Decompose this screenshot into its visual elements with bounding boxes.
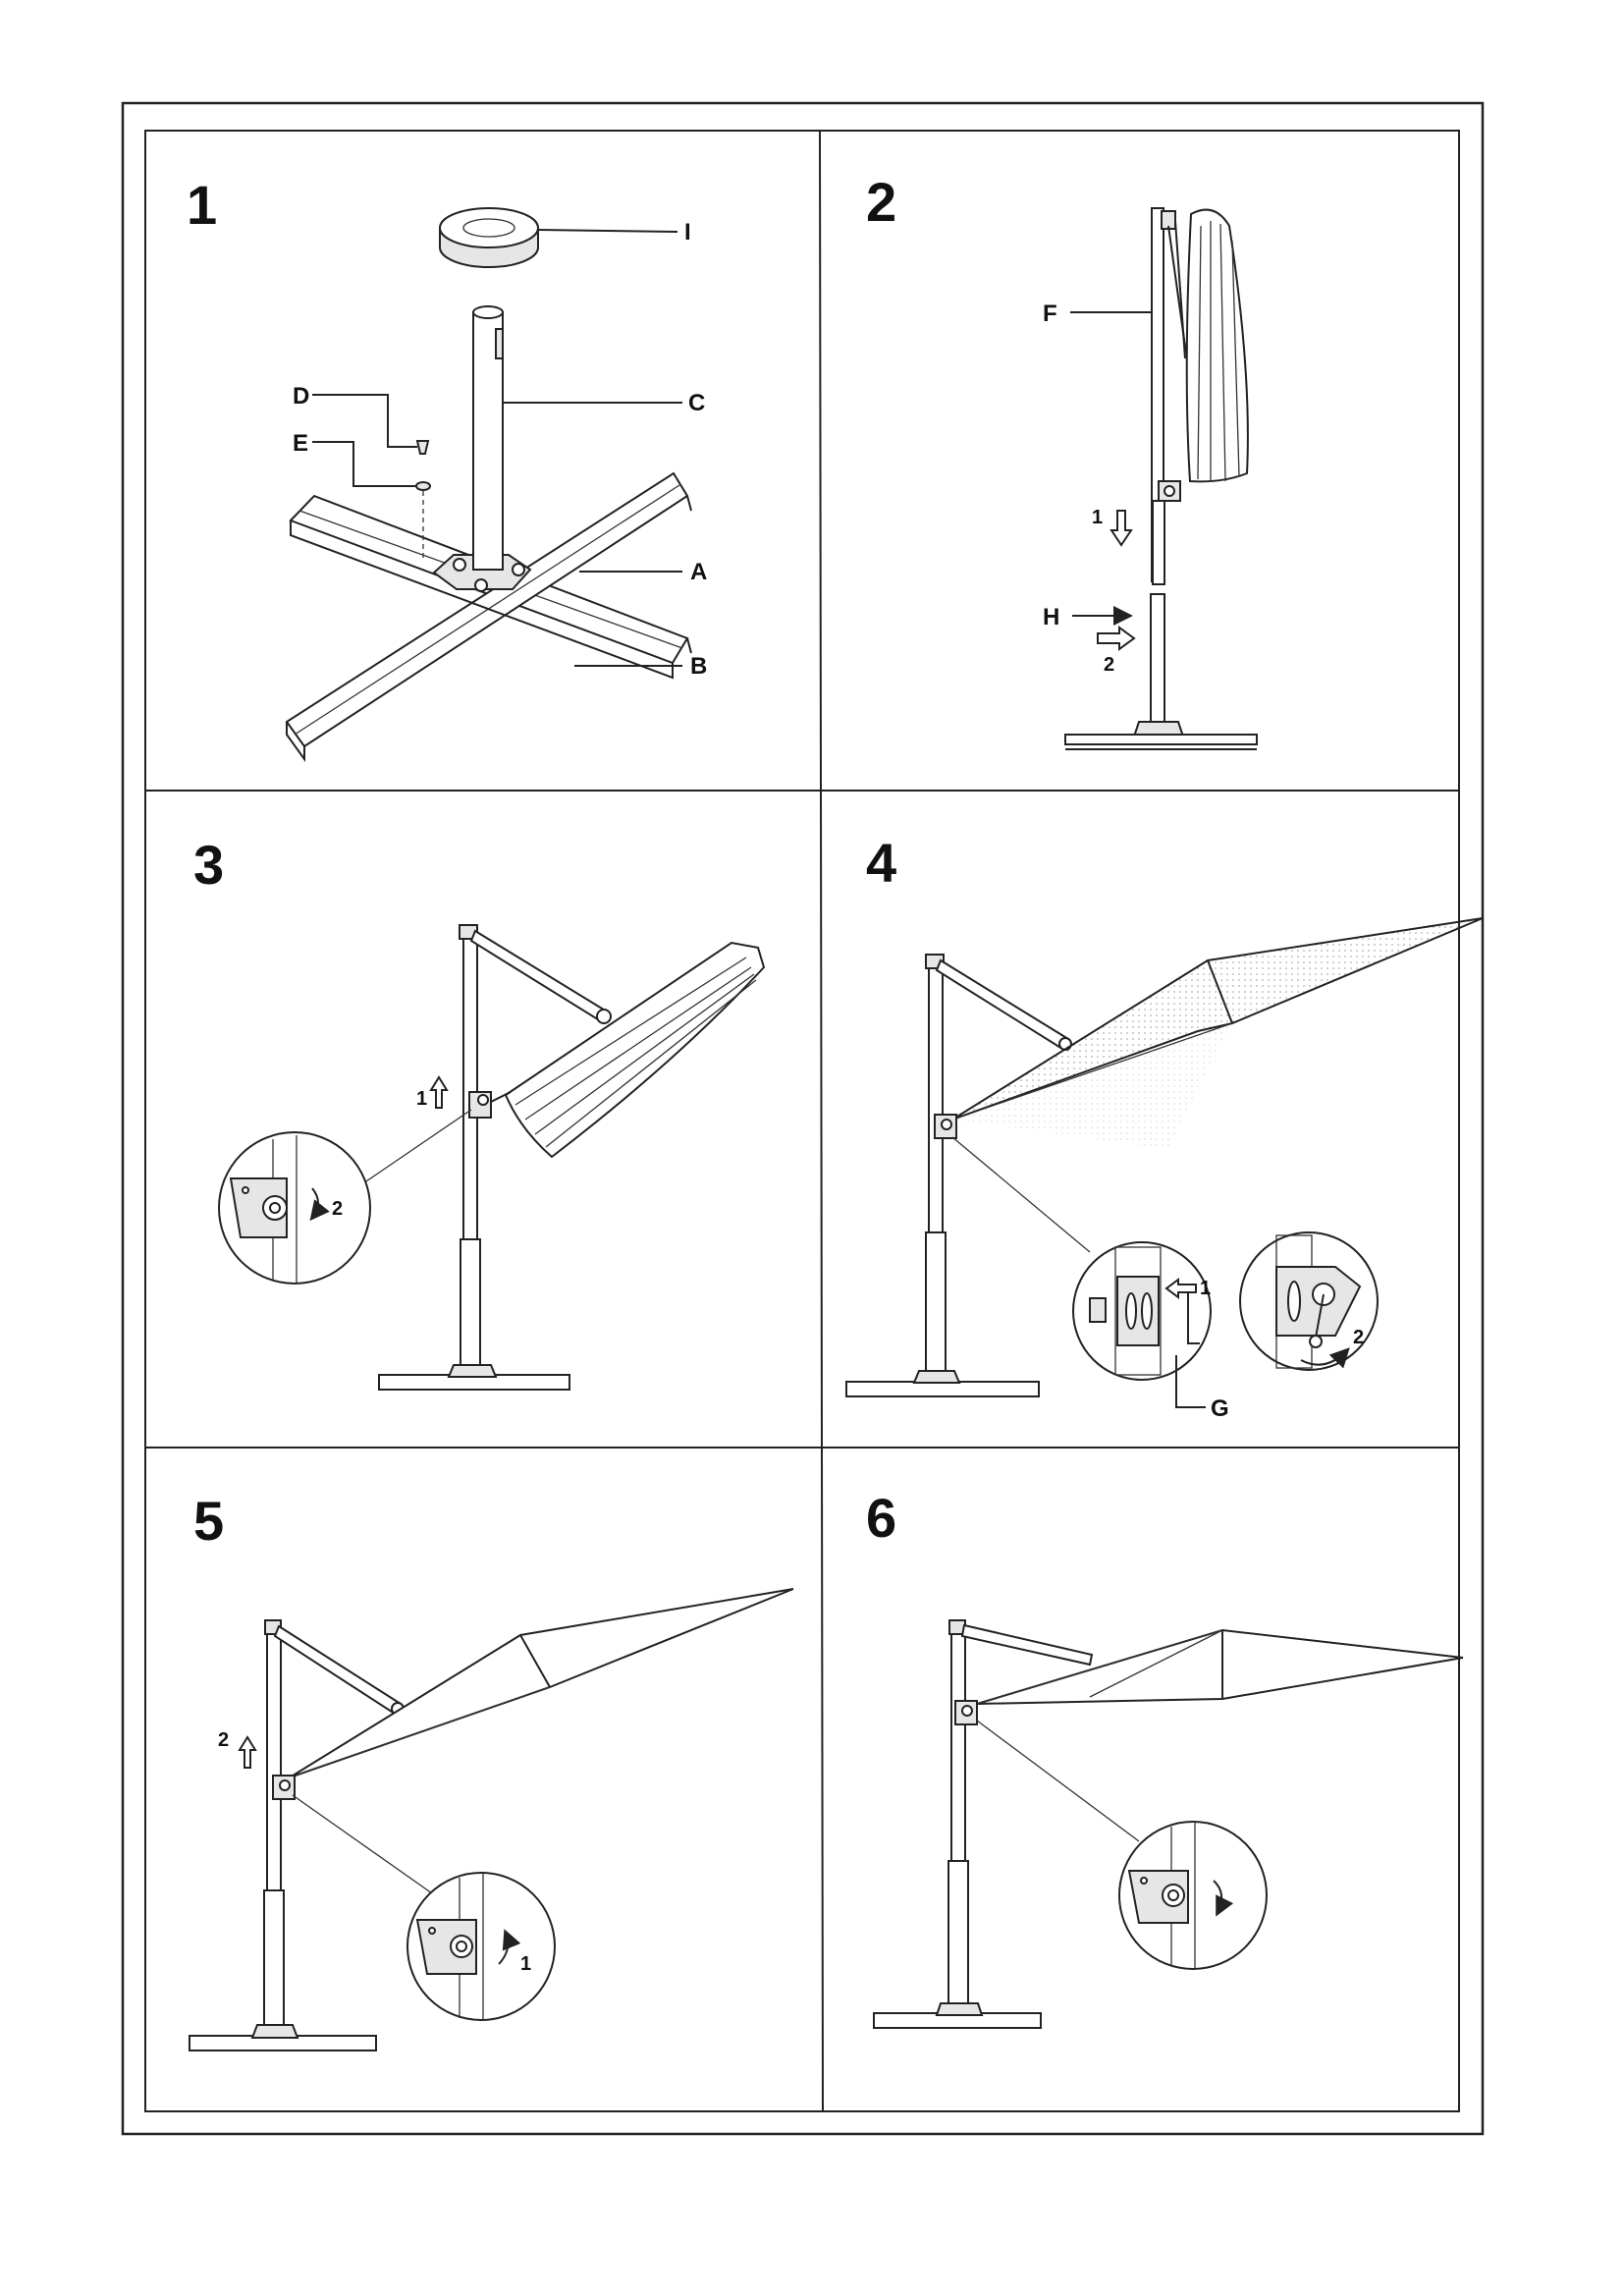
arrow-down-icon [1110,510,1133,547]
panel5-arrow-number-1: 1 [520,1953,531,1975]
label-b: B [690,653,707,680]
panel3-arm [469,929,609,1023]
panel6-detail-leader [976,1720,1140,1842]
label-h: H [1043,604,1059,630]
leader-i [537,229,678,233]
step-number-1: 1 [187,174,217,236]
panel6-detail-inset [1118,1821,1268,1970]
panel4-base [845,1381,1040,1397]
panel2-base [1064,734,1258,745]
panel5-arrow-number-2: 2 [218,1729,229,1751]
panel6-base [873,2012,1042,2029]
step-number-3: 3 [193,834,224,896]
panel3-base [378,1374,570,1391]
panel4-arrow-number-2: 2 [1353,1327,1364,1348]
arrow-number-1: 1 [1092,507,1103,528]
panel-6: 6 [866,1487,1464,2029]
label-i: I [684,219,691,246]
inner-frame [144,130,1460,2112]
panel5-base [189,2035,377,2051]
label-a: A [690,559,707,585]
step-number-2: 2 [866,171,896,233]
panel6-canopy [976,1628,1464,1705]
panel-2: 2 F 1 H 2 [866,171,1258,750]
leader-e [312,441,415,487]
panel3-detail-inset [218,1131,371,1285]
folded-canopy [1185,208,1249,483]
outer-frame [121,101,1485,2136]
panel3-arrow-number-2: 2 [332,1198,343,1220]
label-c: C [688,390,705,416]
panel3-arrow-number-1: 1 [416,1088,427,1110]
panel6-arm [960,1623,1094,1667]
screw-d [415,440,430,455]
panel-3: 3 1 2 [193,834,766,1391]
panel4-arrow-number-1: 1 [1200,1278,1211,1299]
panel4-detail-inset-2 [1239,1231,1379,1371]
leader-d [312,394,417,448]
rotate-down-icon [1213,1880,1234,1917]
label-e: E [293,430,308,457]
arrow-up-icon [429,1075,449,1109]
panel-1: 1 I C [187,174,707,763]
rotate-crank-icon [1300,1347,1350,1369]
leader-g [1175,1355,1206,1408]
arrow-right-icon [1097,626,1136,651]
panel3-canopy [504,941,766,1159]
grid-vertical-divider [819,130,824,2112]
washer-e [415,481,431,491]
panel4-canopy [951,917,1484,1121]
panel-5: 5 2 1 [189,1490,794,2051]
step-number-4: 4 [866,832,896,894]
panel5-arrow-up-icon [238,1735,257,1769]
step-number-5: 5 [193,1490,224,1552]
arrow-number-2: 2 [1104,654,1114,676]
upper-pole-f [1151,207,1249,585]
arrow-left-icon [1164,1278,1197,1299]
label-d: D [293,383,309,410]
rotate-cw-icon [309,1187,330,1222]
panel4-detail-inset-1 [1072,1241,1212,1381]
panel5-detail-leader [292,1794,433,1894]
panel5-arm [273,1624,403,1716]
label-f: F [1043,301,1057,327]
panel-4: 4 1 G [845,832,1484,1422]
panel4-detail-leader [951,1136,1091,1253]
rotate-ccw-icon [498,1929,521,1965]
panel3-detail-leader [362,1109,472,1184]
step-number-6: 6 [866,1487,896,1549]
panel5-detail-inset [406,1872,556,2021]
panel4-arm [935,958,1070,1051]
base-pole-c [472,305,504,571]
label-g: G [1211,1395,1229,1422]
lower-pole [1150,593,1165,723]
weight-cap-i [439,207,539,268]
